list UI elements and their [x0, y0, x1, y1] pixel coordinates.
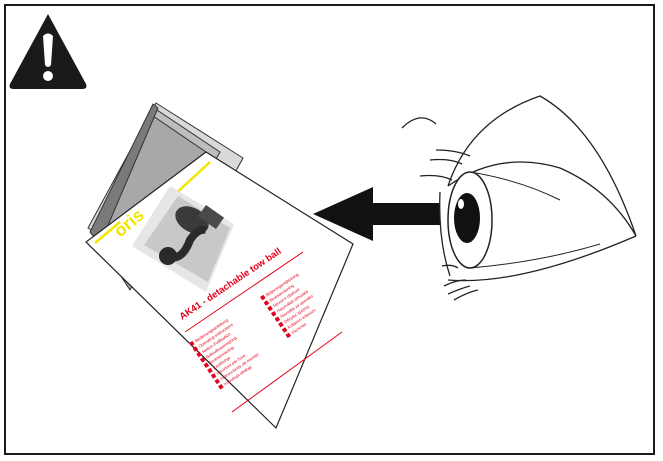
manual-bullet — [218, 384, 224, 390]
manual-bullet — [204, 362, 210, 368]
manual-bullet — [207, 368, 213, 374]
manual-booklet: oris AK41 - detachable tow ball Bedienun… — [86, 103, 353, 428]
eye-icon — [402, 96, 636, 300]
manual-bullet — [214, 379, 220, 385]
manual-bullet — [211, 373, 217, 379]
warning-triangle-icon — [10, 14, 87, 89]
